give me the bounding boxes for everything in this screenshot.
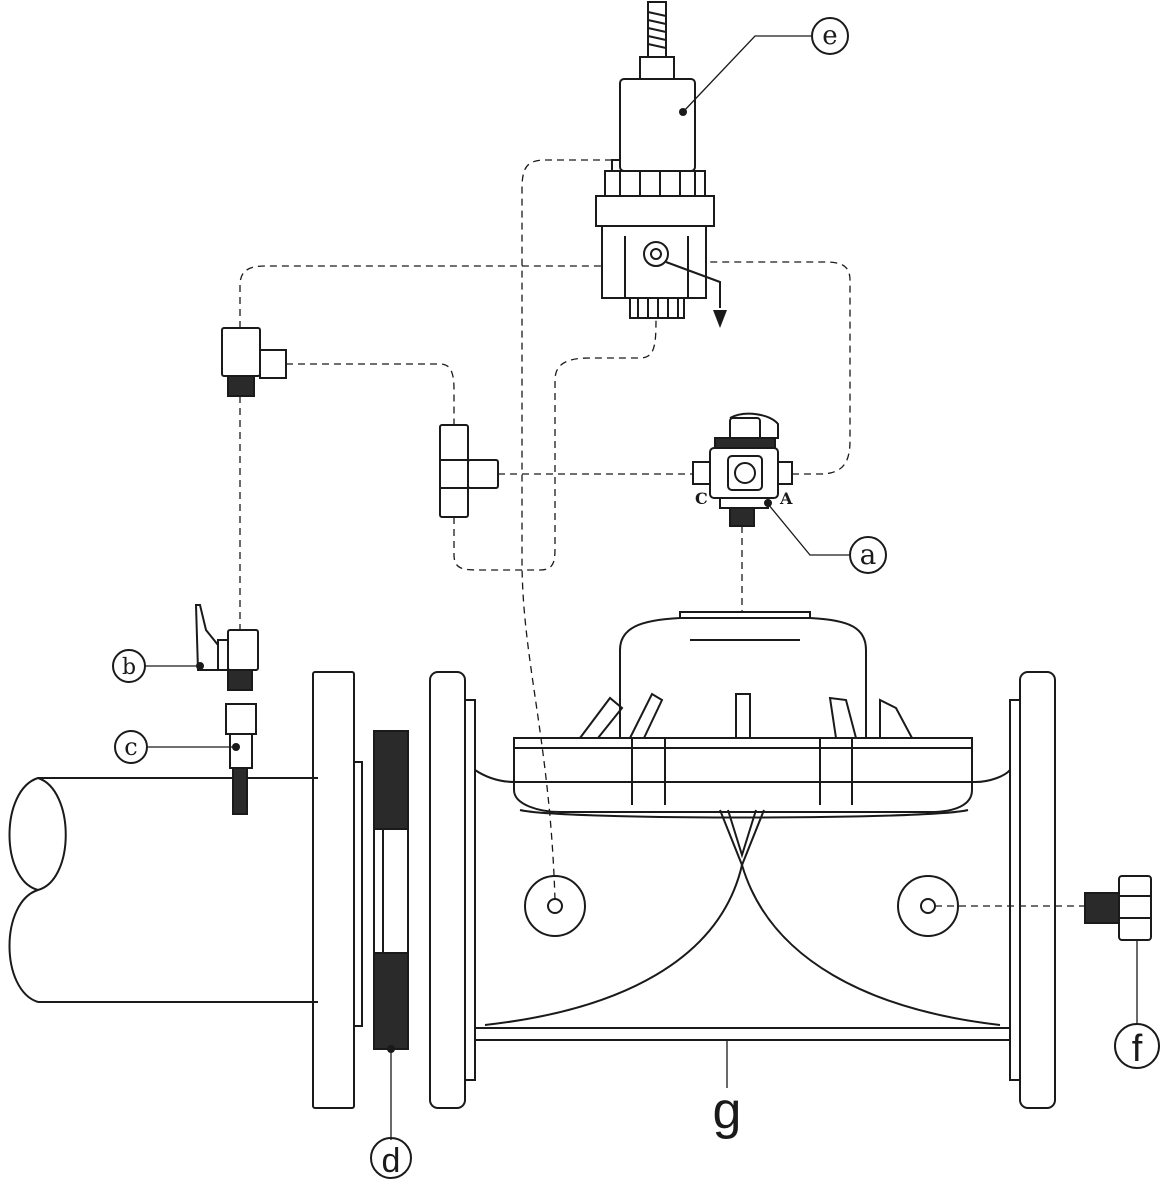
callout-label-e: e bbox=[822, 21, 837, 51]
elbow-fitting bbox=[221, 327, 287, 397]
port-label-a: A bbox=[779, 489, 793, 508]
control-tubing bbox=[239, 159, 1085, 907]
pressure-pilot-valve bbox=[595, 1, 727, 328]
orifice-plate bbox=[373, 730, 409, 1050]
callout-label-g: g bbox=[713, 1082, 742, 1140]
drain-plug bbox=[1084, 875, 1152, 941]
callout-circle-f bbox=[1114, 1023, 1160, 1069]
port-label-c: C bbox=[695, 489, 708, 508]
callout-circle-e bbox=[811, 17, 849, 55]
callout-leaders bbox=[145, 35, 1138, 1140]
callout-label-c: c bbox=[124, 733, 137, 761]
valve-bonnet bbox=[513, 611, 973, 819]
callout-label-f: f bbox=[1132, 1028, 1143, 1070]
callout-label-b: b bbox=[122, 655, 136, 680]
callout-label-a: a bbox=[860, 538, 877, 571]
callout-label-d: d bbox=[382, 1142, 401, 1180]
callout-circle-c bbox=[114, 730, 148, 764]
pressure-fitting bbox=[225, 703, 257, 815]
callout-circle-b bbox=[112, 649, 146, 683]
upstream-pipe bbox=[8, 776, 318, 1003]
tee-fitting bbox=[439, 424, 499, 518]
pipe-flange bbox=[312, 671, 363, 1109]
three-way-selector-valve bbox=[692, 412, 793, 527]
callout-circle-d bbox=[370, 1137, 412, 1179]
main-valve-body bbox=[429, 671, 1056, 1109]
ball-valve bbox=[194, 604, 259, 691]
callout-circle-a bbox=[849, 536, 887, 574]
